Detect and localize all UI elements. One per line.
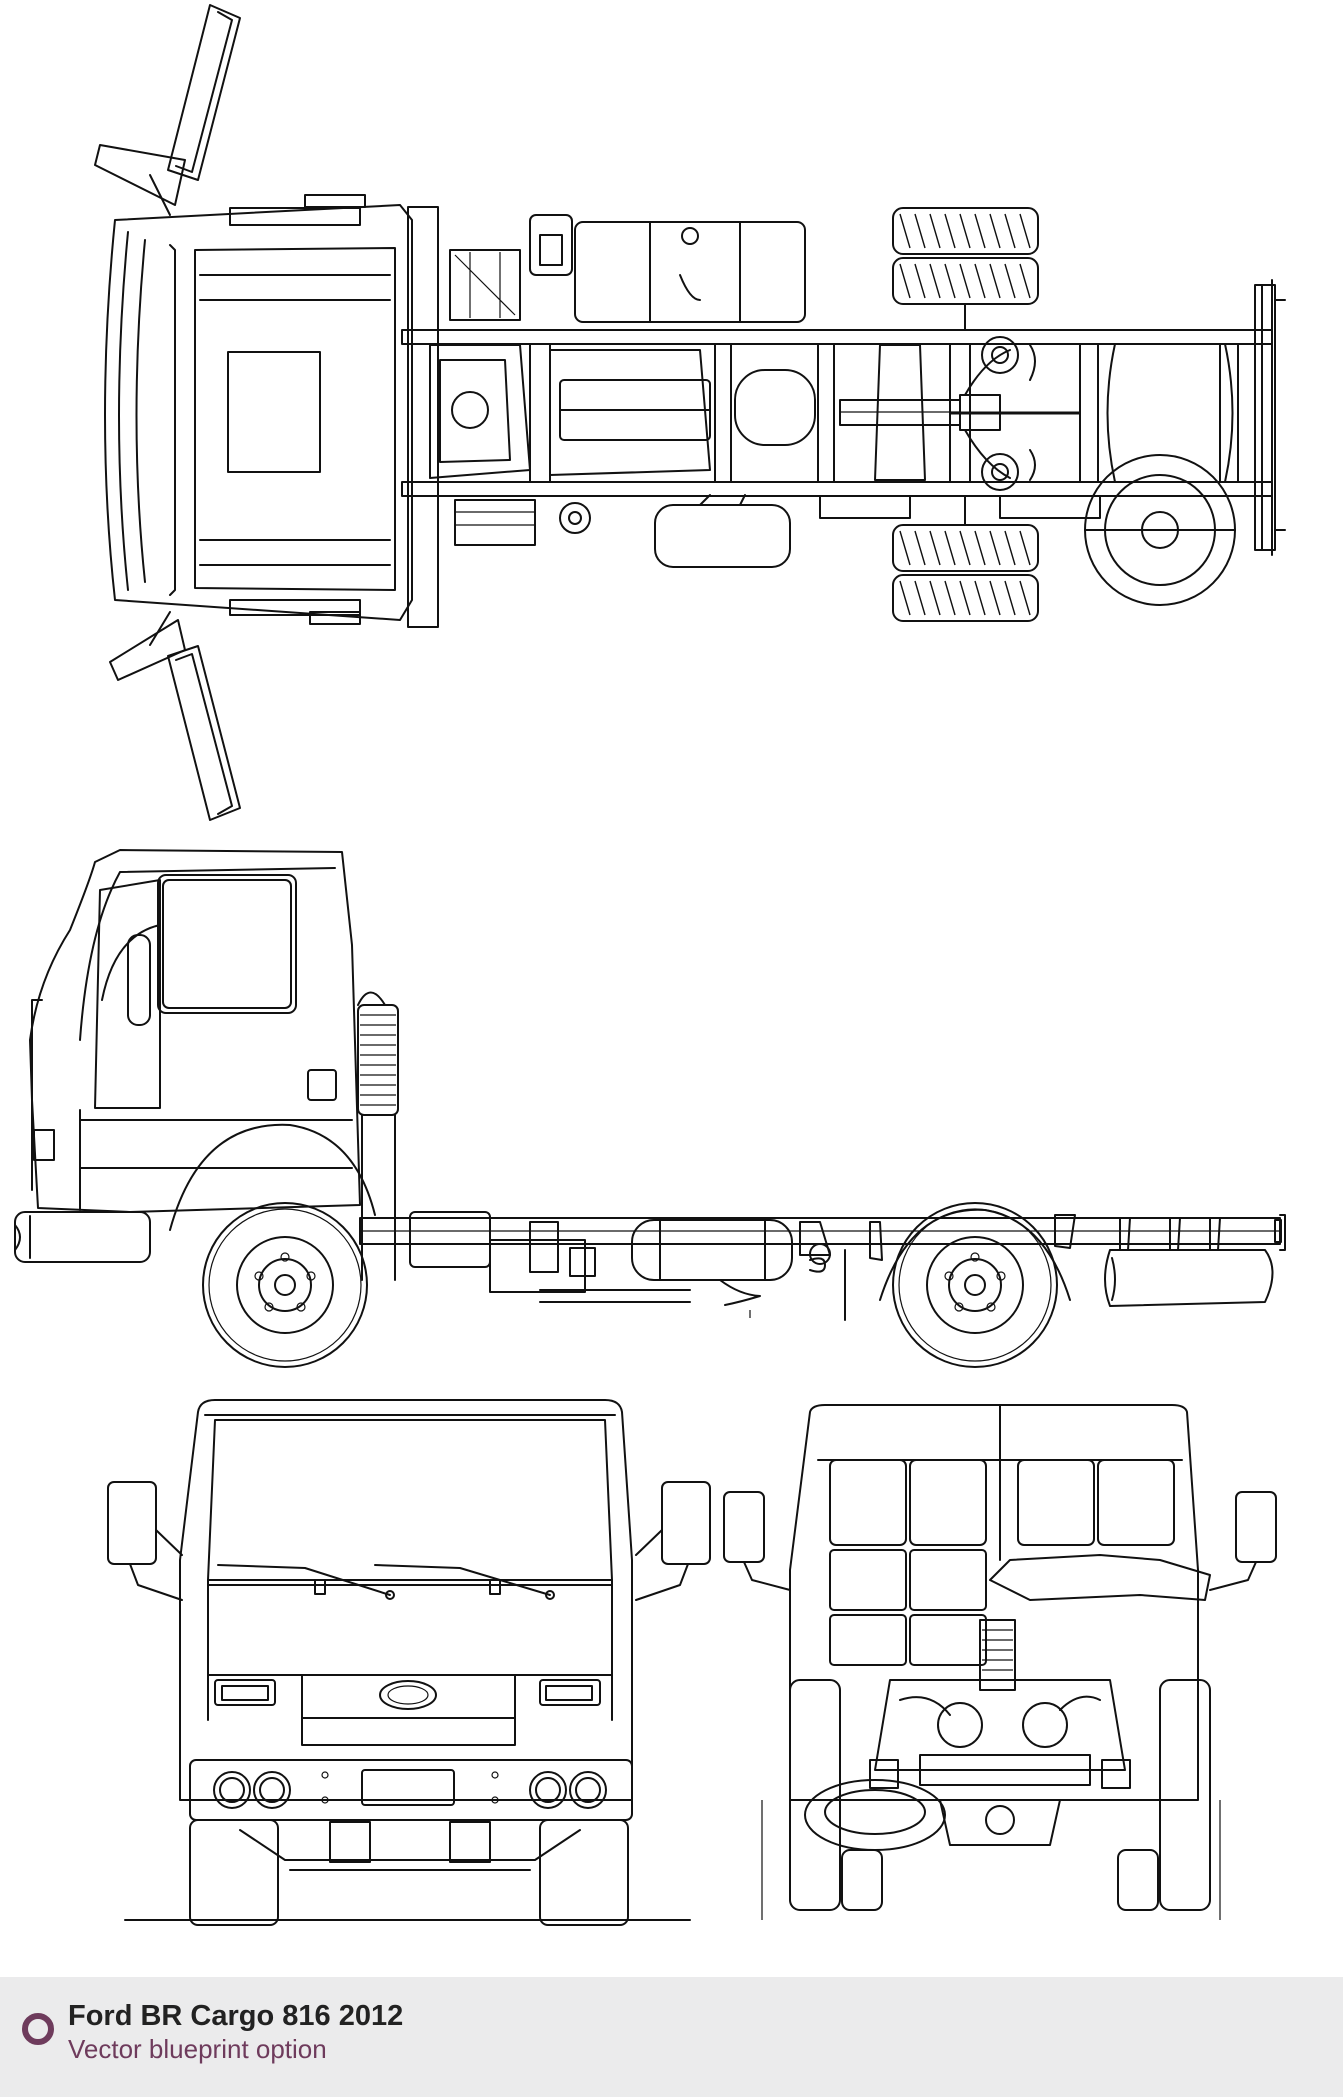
side-view-spare-wheel	[1104, 1249, 1274, 1307]
rear-view-mirror-left	[723, 1491, 791, 1591]
ring-icon	[22, 2013, 54, 2045]
top-view-mirror-lower	[109, 611, 241, 821]
side-view	[14, 849, 1286, 1368]
blueprint-drawing	[14, 4, 1286, 1926]
front-view-mirror-right	[635, 1481, 711, 1601]
top-view-cab	[104, 194, 439, 628]
rear-view-engine	[874, 1679, 1126, 1846]
front-view-bumper	[189, 1759, 633, 1821]
side-view-front-bumper	[14, 1211, 151, 1263]
rear-view-wheels	[789, 1679, 1211, 1911]
top-view-air-tank	[454, 494, 1101, 568]
rear-view-cab	[789, 1404, 1199, 1801]
side-view-rear-wheel	[879, 1202, 1071, 1368]
side-view-front-wheel	[202, 1202, 368, 1368]
rear-view	[723, 1404, 1277, 1920]
top-view-driveline	[429, 336, 1080, 491]
top-view	[94, 4, 1286, 821]
front-view-wheels	[189, 1819, 629, 1926]
side-view-gearbox	[409, 1211, 761, 1306]
front-view-mirror-left	[107, 1481, 183, 1601]
front-view-license-plate	[361, 1769, 455, 1806]
side-view-wheel-arch	[169, 1123, 376, 1231]
side-view-frame	[359, 1214, 1286, 1261]
side-view-cab	[29, 849, 399, 1281]
caption-subtitle: Vector blueprint option	[68, 2034, 327, 2064]
side-view-tow-eye	[809, 1243, 831, 1265]
top-view-rear-wheels	[892, 207, 1039, 622]
top-view-fuel-tank	[449, 214, 806, 323]
rear-view-mirror-right	[1209, 1491, 1277, 1591]
ford-oval-logo	[379, 1680, 437, 1710]
rear-view-intake-pipe	[979, 1554, 1211, 1691]
front-view	[107, 1399, 711, 1926]
front-view-cab	[179, 1399, 633, 1801]
top-view-mirror-upper	[94, 4, 241, 216]
side-view-fuel-tank	[631, 1219, 793, 1281]
top-view-spare-wheel	[1084, 454, 1236, 606]
rear-view-spare-wheel	[804, 1779, 946, 1851]
caption-title: Ford BR Cargo 816 2012	[68, 2000, 404, 2032]
front-view-grille	[214, 1674, 601, 1746]
caption-bar: Ford BR Cargo 816 2012 Vector blueprint …	[0, 1977, 1343, 2097]
side-view-hook	[809, 1257, 826, 1273]
